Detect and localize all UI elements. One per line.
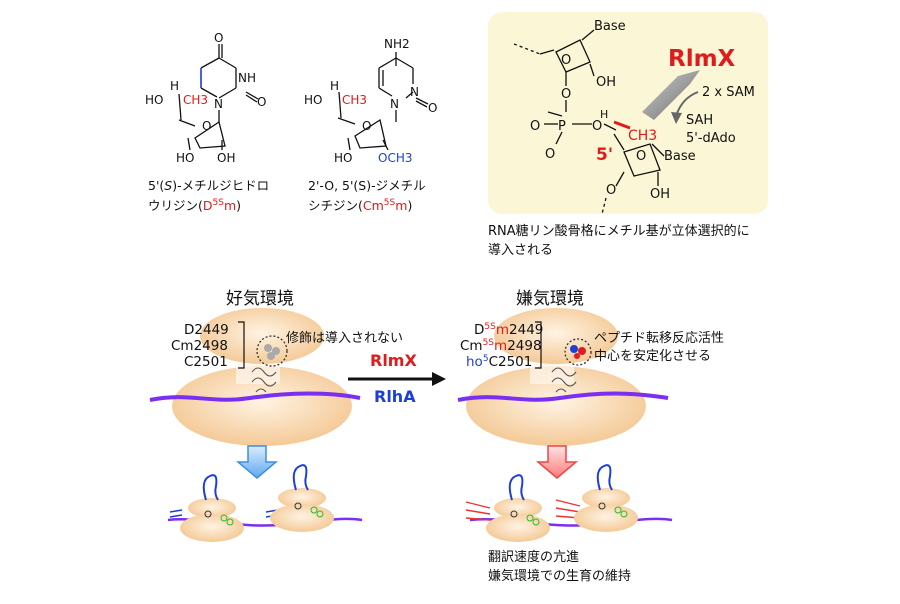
caption-line1: 5'(S)-メチルジヒドロ: [148, 178, 269, 193]
oh-bottom: OH: [650, 187, 670, 202]
aerobic-note: 修飾は導入されない: [286, 331, 403, 346]
residue-ho5c2501: ho5C2501: [466, 354, 532, 370]
atom-ch3: CH3: [183, 93, 208, 107]
atom-ho: HO: [145, 93, 163, 107]
atom-oh: OH: [217, 151, 235, 165]
o-ring2: O: [636, 149, 646, 164]
residue-cm5sm2498: Cm5Sm2498: [460, 338, 542, 354]
atom-ho: HO: [334, 151, 352, 165]
reaction-panel: [488, 12, 768, 214]
atom-o: O: [257, 95, 266, 109]
result-line-1: 翻訳速度の亢進: [488, 549, 579, 565]
d5sm-structure: [178, 44, 259, 151]
p-atom: P: [558, 119, 566, 134]
enzyme-rlmx: RlmX: [668, 46, 736, 72]
residue-d5sm2449: D5Sm2449: [474, 322, 543, 338]
atom-n: N: [410, 85, 419, 99]
atom-n: N: [214, 97, 223, 111]
cm5sm-atoms: NH2 N N O HO H CH3 O HO OCH3: [304, 37, 437, 165]
reaction-labels: Base OH O O P O O O H CH3 5' O Base OH O…: [530, 19, 755, 202]
enzyme-rlha: RlhA: [374, 387, 416, 406]
anaerobic-translation: [465, 464, 673, 542]
caption-line1: 2'-O, 5'(S)-ジメチル: [308, 178, 426, 193]
o-link: O: [561, 87, 571, 102]
atom-ho: HO: [176, 151, 194, 165]
stereo-wedge: [613, 120, 631, 130]
o-ring1: O: [561, 53, 571, 68]
atom-o: O: [214, 31, 223, 45]
atom-n: N: [390, 97, 399, 111]
o-lower: O: [606, 183, 616, 198]
anaerobic-title: 嫌気環境: [516, 289, 584, 309]
residue: Cm2498: [171, 338, 228, 354]
oh-top: OH: [596, 75, 616, 90]
d5sm-atoms: O NH O N HO H CH3 O HO OH: [145, 31, 266, 165]
reaction-caption-2: 導入される: [488, 243, 553, 258]
aerobic-ribosome: [149, 308, 361, 446]
o-minus: O: [545, 147, 555, 162]
ch3-label: CH3: [628, 128, 657, 144]
cm5sm-caption: 2'-O, 5'(S)-ジメチル シチジン(Cm5Sm): [308, 178, 426, 213]
caption-line2: ウリジン(D5Sm): [148, 198, 241, 213]
h-stereo: H: [600, 108, 608, 121]
transition-arrowhead: [432, 372, 446, 386]
atom-ch3: CH3: [342, 93, 367, 107]
product-sah: SAH: [686, 113, 713, 128]
atom-h: H: [170, 79, 179, 93]
sam-arrow: [642, 70, 700, 120]
caption-line2: シチジン(Cm5Sm): [308, 198, 412, 213]
atom-nh: NH: [238, 71, 256, 85]
residue: C2501: [184, 354, 228, 370]
aerobic-translation: [167, 464, 363, 542]
o-eq: O: [530, 119, 540, 134]
reaction-backbone: [513, 29, 665, 215]
d5sm-caption: 5'(S)-メチルジヒドロ ウリジン(D5Sm): [148, 178, 269, 213]
aerobic-title: 好気環境: [226, 289, 294, 309]
residue: D2449: [184, 322, 229, 338]
base-top: Base: [594, 19, 626, 34]
reaction-caption-1: RNA糖リン酸骨格にメチル基が立体選択的に: [488, 223, 750, 239]
atom-o: O: [428, 101, 437, 115]
anaerobic-note-2: 中心を安定化させる: [594, 349, 711, 364]
down-arrow-red: [535, 445, 579, 479]
anaerobic-ribosome: [457, 308, 669, 446]
o-ester: O: [592, 119, 602, 134]
atom-och3: OCH3: [378, 151, 412, 165]
pos-5prime: 5': [596, 145, 613, 165]
atom-o-ring: O: [362, 119, 371, 133]
enzyme-rlmx: RlmX: [370, 351, 417, 370]
atom-nh2: NH2: [384, 37, 410, 51]
result-line-2: 嫌気環境での生育の維持: [488, 568, 631, 584]
atom-o-ring: O: [202, 119, 211, 133]
down-arrow-blue: [235, 445, 279, 479]
base-bottom: Base: [664, 149, 696, 164]
anaerobic-residues: D5Sm2449 Cm5Sm2498 ho5C2501: [460, 322, 543, 370]
atom-ho: HO: [304, 93, 322, 107]
sam-curve-head: [671, 112, 682, 124]
product-dado: 5'-dAdo: [686, 131, 736, 146]
cm5sm-structure: [337, 52, 429, 151]
cofactor-sam: 2 x SAM: [702, 85, 755, 100]
atom-h: H: [330, 79, 339, 93]
anaerobic-note-1: ペプチド転移反応活性: [594, 331, 724, 346]
aerobic-residues: D2449 Cm2498 C2501: [171, 322, 229, 370]
